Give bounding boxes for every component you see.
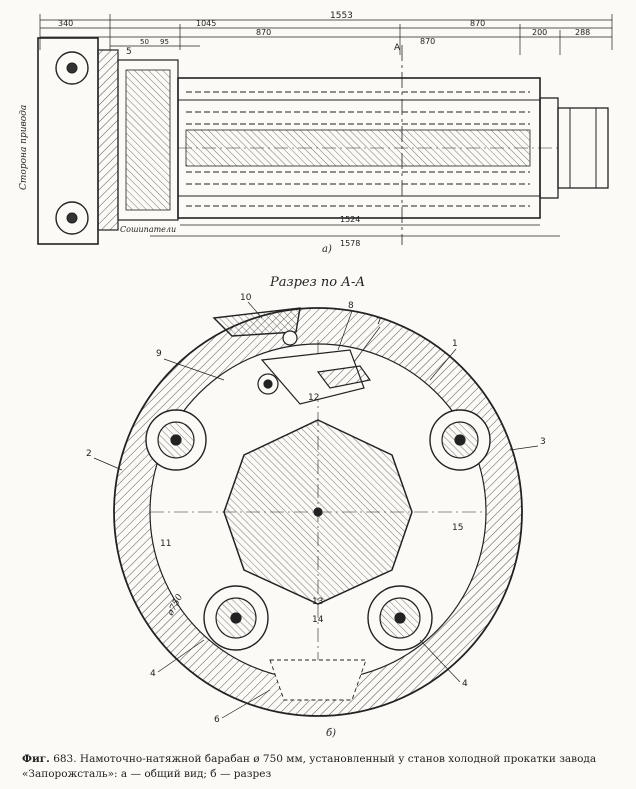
dim-200: 200 [532,28,547,37]
part-number-7: 7 [376,317,382,327]
part-number-10: 10 [240,293,252,303]
section-title: Разрез по А-А [269,275,365,290]
dim-1045: 1045 [196,19,216,28]
caption-text: Намоточно-натяжной барабан ø 750 мм, уст… [22,753,597,780]
part-number-11: 11 [160,539,171,549]
dim-340: 340 [58,19,73,28]
dim-1524: 1524 [340,215,360,224]
part-number-4-left: 4 [150,669,156,679]
dimension-lines-bottom [150,224,560,237]
figure-caption: Фиг. 683. Намоточно-натяжной барабан ø 7… [22,752,622,782]
side-label-drive: Сторона привода [19,105,29,190]
roller-right [429,409,491,471]
clamp-wedge [212,307,301,337]
part-number-8: 8 [348,301,354,311]
part-number-5: 5 [126,47,132,57]
part-number-1: 1 [452,339,458,349]
part-number-2: 2 [86,449,92,459]
part-number-9: 9 [156,349,162,359]
part-number-15: 15 [452,523,463,533]
roller-left [145,409,207,471]
sublabel-a: а) [322,244,332,255]
general-view [37,14,613,245]
leader-lines [93,301,539,719]
part-number-12: 12 [308,393,319,403]
part-number-14: 14 [312,615,324,625]
part-number-6: 6 [214,715,220,725]
part-labels: 10 8 7 9 12 1 2 3 14 13 15 11 4 4 6 [86,293,546,725]
caption-prefix: Фиг. [22,753,50,765]
part-number-3: 3 [540,437,546,447]
dim-95: 95 [160,38,169,46]
lower-roller [55,201,89,235]
caption-number: 683. [53,753,77,765]
section-mark-a: A [394,43,401,53]
dim-870-right: 870 [470,19,485,28]
dimension-labels-top: 340 1045 1553 870 870 200 288 870 50 95 [58,11,590,46]
dim-50: 50 [140,38,149,46]
dim-1553: 1553 [330,11,353,21]
side-label-bottom: Сошипатели [120,225,176,234]
part-number-13: 13 [312,597,323,607]
section-view [113,307,523,717]
shaft-end [557,107,609,189]
roller-bottom-left [203,585,269,651]
dim-288: 288 [575,28,590,37]
dim-870-left: 870 [256,28,271,37]
dimension-lines-top [39,14,613,55]
sublabel-b: б) [326,728,336,739]
dim-1578: 1578 [340,239,360,248]
roller-bottom-right [367,585,433,651]
dim-870-mid: 870 [420,37,435,46]
part-number-4-right: 4 [462,679,468,689]
upper-roller [55,51,89,85]
